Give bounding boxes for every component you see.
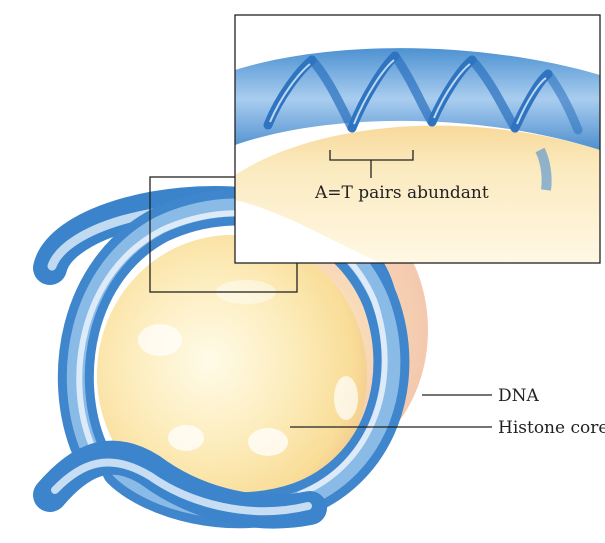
inset-panel: A=T pairs abundant (235, 15, 600, 263)
at-pairs-label: A=T pairs abundant (314, 183, 489, 203)
dna-label: DNA (498, 386, 540, 406)
histone-core-label: Histone core (498, 418, 605, 438)
